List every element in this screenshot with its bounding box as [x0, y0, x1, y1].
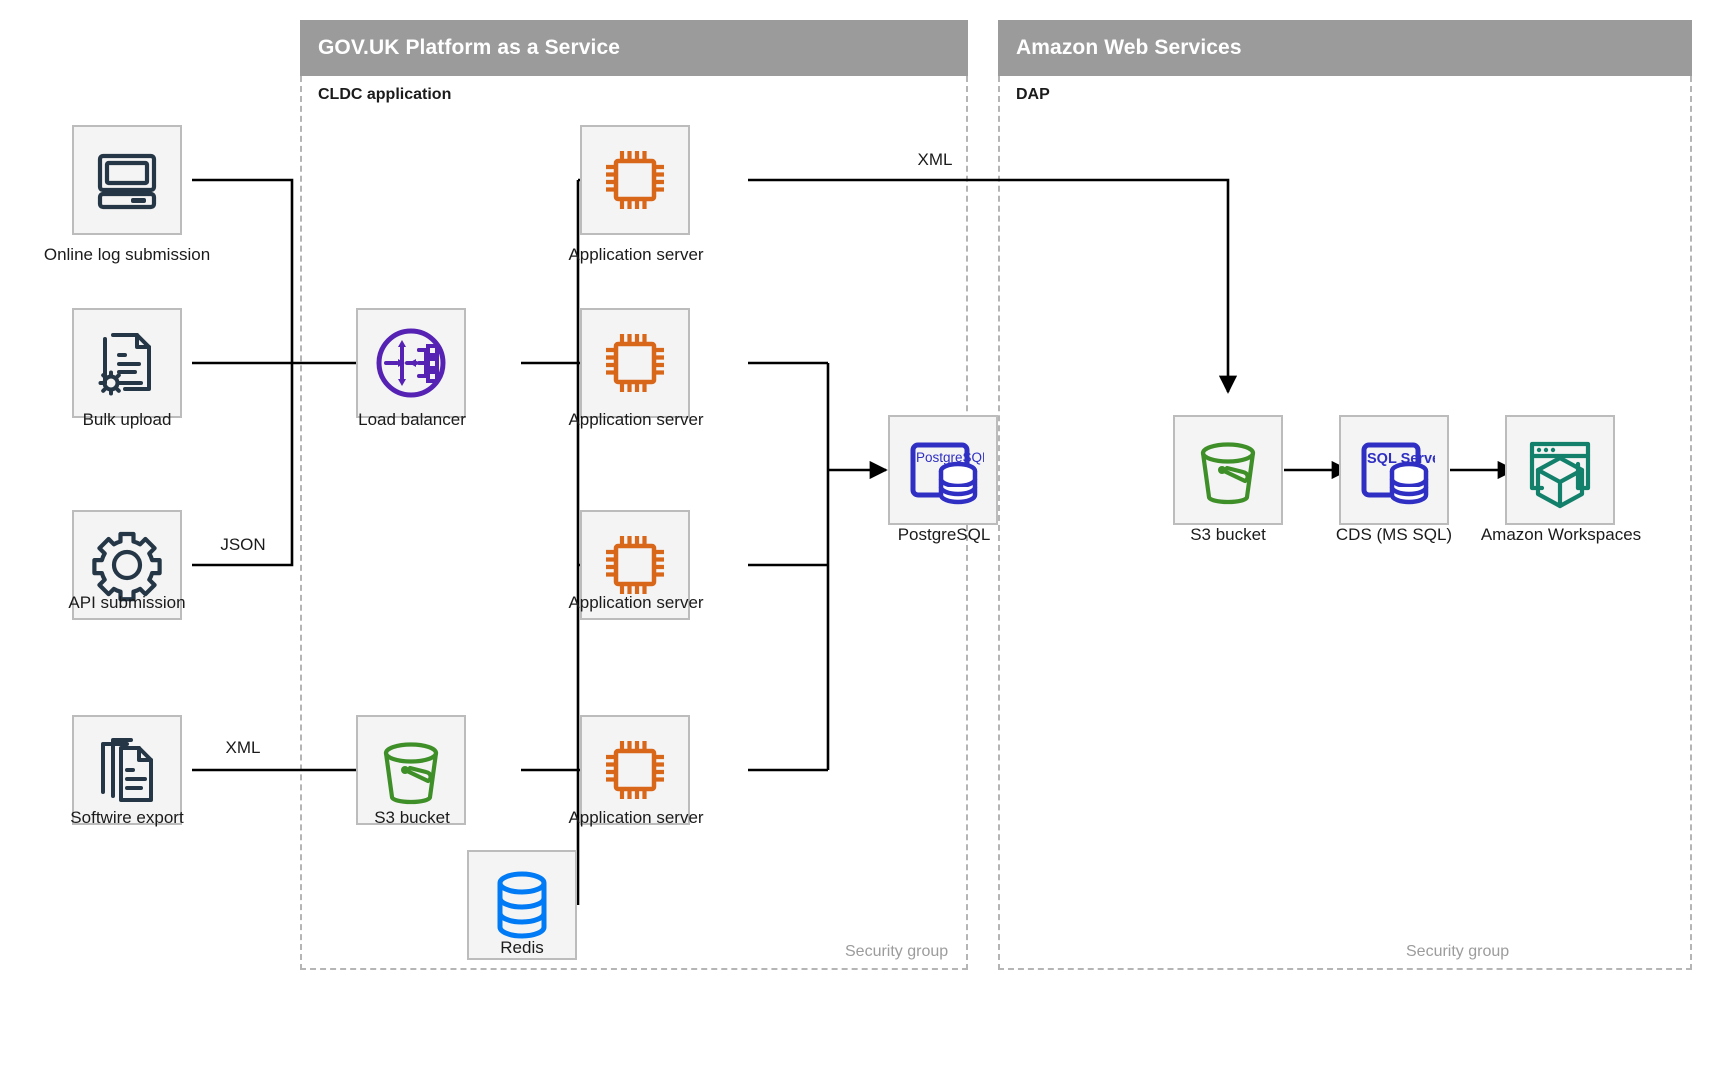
- cpu-chip-icon: [606, 151, 664, 209]
- security-group-region-aws: [998, 76, 1692, 970]
- group-header-govuk-paas: GOV.UK Platform as a Service: [300, 20, 968, 76]
- node-softwire-export[interactable]: [72, 715, 182, 825]
- node-label-app-server-4: Application server: [568, 808, 704, 827]
- cpu-chip-icon: [606, 741, 664, 799]
- node-label-cds-ms-sql: CDS (MS SQL): [1335, 525, 1453, 544]
- sql-server-icon: SQL Server: [1361, 442, 1435, 505]
- node-label-postgresql: PostgreSQL: [897, 525, 991, 544]
- edge-label-xml-dap: XML: [912, 150, 958, 170]
- node-label-s3-bucket-aws: S3 bucket: [1190, 525, 1266, 544]
- node-label-softwire-export: Softwire export: [70, 808, 184, 827]
- desktop-computer-icon: [97, 153, 157, 210]
- document-stack-icon: [101, 738, 153, 802]
- node-app-server-4[interactable]: [580, 715, 690, 825]
- cpu-chip-icon: [606, 536, 664, 594]
- node-bulk-upload[interactable]: [72, 308, 182, 418]
- group-header-aws-label: Amazon Web Services: [1016, 36, 1242, 59]
- node-load-balancer[interactable]: [356, 308, 466, 418]
- node-app-server-2[interactable]: [580, 308, 690, 418]
- database-cylinder-icon: [497, 871, 547, 939]
- postgresql-icon: PostgreSQL: [910, 442, 984, 505]
- bucket-icon: [1200, 442, 1256, 505]
- group-header-aws: Amazon Web Services: [998, 20, 1692, 76]
- node-label-app-server-1: Application server: [568, 245, 704, 264]
- node-label-app-server-2: Application server: [568, 410, 704, 429]
- node-label-s3-bucket-paas: S3 bucket: [374, 808, 450, 827]
- security-group-label-aws: Security group: [1406, 943, 1510, 960]
- bucket-icon: [383, 742, 439, 805]
- security-group-label-govuk-paas: Security group: [845, 943, 949, 960]
- subgroup-label-cldc-application: CLDC application: [318, 86, 452, 103]
- node-online-log-submission[interactable]: [72, 125, 182, 235]
- document-gear-icon: [98, 333, 151, 396]
- node-label-load-balancer: Load balancer: [358, 410, 466, 429]
- load-balancer-icon: [376, 328, 446, 398]
- node-postgresql[interactable]: PostgreSQL: [888, 415, 998, 525]
- group-header-govuk-paas-label: GOV.UK Platform as a Service: [318, 36, 620, 59]
- node-s3-bucket-paas[interactable]: [356, 715, 466, 825]
- postgresql-icon-text: PostgreSQL: [916, 450, 984, 465]
- node-label-bulk-upload: Bulk upload: [82, 410, 172, 429]
- node-amazon-workspaces[interactable]: [1505, 415, 1615, 525]
- node-label-online-log-submission: Online log submission: [43, 245, 211, 264]
- node-label-app-server-3: Application server: [568, 593, 704, 612]
- node-app-server-1[interactable]: [580, 125, 690, 235]
- edge-label-json: JSON: [215, 535, 271, 555]
- node-api-submission[interactable]: [72, 510, 182, 620]
- subgroup-label-dap: DAP: [1016, 86, 1050, 103]
- node-s3-bucket-aws[interactable]: [1173, 415, 1283, 525]
- node-redis[interactable]: [467, 850, 577, 960]
- node-label-amazon-workspaces: Amazon Workspaces: [1480, 525, 1642, 544]
- node-label-redis: Redis: [500, 938, 544, 957]
- cpu-chip-icon: [606, 334, 664, 392]
- gear-icon: [92, 531, 162, 602]
- workspaces-cube-icon: [1529, 441, 1591, 509]
- node-app-server-3[interactable]: [580, 510, 690, 620]
- node-cds-ms-sql[interactable]: SQL Server: [1339, 415, 1449, 525]
- node-label-api-submission: API submission: [68, 593, 186, 612]
- edge-label-xml-softwire: XML: [220, 738, 266, 758]
